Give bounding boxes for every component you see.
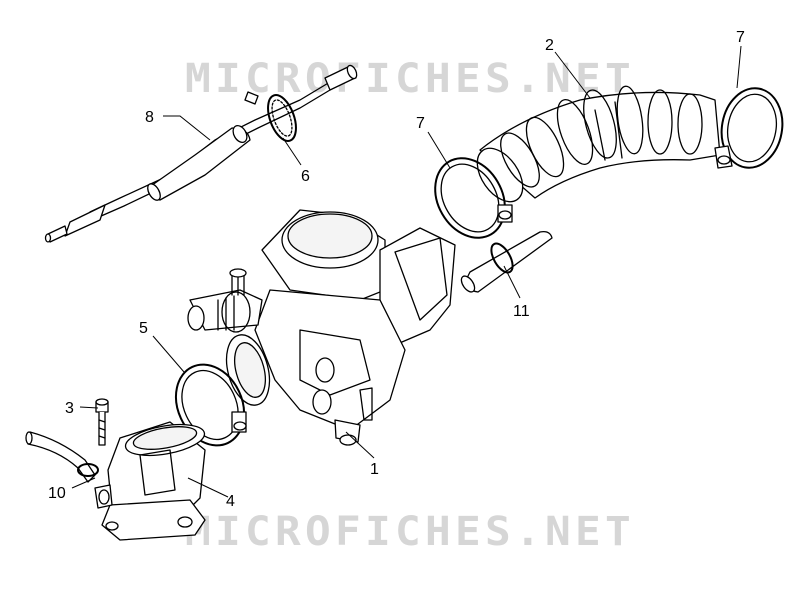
intake-manifold-part-4 — [94, 421, 206, 541]
callout-7-left: 7 — [416, 115, 425, 132]
leader-4 — [187, 477, 229, 498]
callout-8: 8 — [145, 109, 154, 126]
vent-hose-part-11 — [460, 230, 553, 293]
leader-3 — [79, 406, 99, 409]
leader-7b — [736, 45, 742, 89]
leader-8 — [163, 115, 211, 141]
intake-hose-part-2 — [476, 85, 721, 203]
leader-11 — [503, 265, 521, 299]
bolt-part-3 — [95, 398, 109, 446]
leader-2 — [554, 51, 591, 99]
leader-10 — [71, 477, 96, 489]
watermark-top: MICROFICHES.NET — [185, 56, 635, 102]
leader-1 — [345, 431, 375, 459]
watermark-bottom: MICROFICHES.NET — [185, 509, 635, 555]
callout-7-right: 7 — [736, 29, 745, 46]
callout-11: 11 — [513, 303, 530, 320]
callout-1: 1 — [370, 461, 379, 478]
leader-5 — [152, 335, 185, 373]
leader-7a — [427, 131, 451, 169]
clamp-part-6 — [267, 94, 297, 142]
hose-part-10 — [25, 431, 99, 483]
callout-10: 10 — [48, 485, 66, 502]
carburetor-part-1 — [187, 209, 456, 446]
callout-6: 6 — [301, 168, 310, 185]
clamp-part-7-right — [714, 87, 784, 169]
leader-lines — [71, 45, 742, 498]
clamp-part-5 — [174, 363, 247, 447]
cable-sleeve-part-8 — [44, 64, 358, 243]
callout-5: 5 — [139, 320, 148, 337]
callout-3: 3 — [65, 400, 74, 417]
callout-2: 2 — [545, 37, 554, 54]
leader-6 — [282, 137, 302, 166]
callout-4: 4 — [226, 493, 235, 510]
clamp-part-7-left — [434, 157, 513, 239]
